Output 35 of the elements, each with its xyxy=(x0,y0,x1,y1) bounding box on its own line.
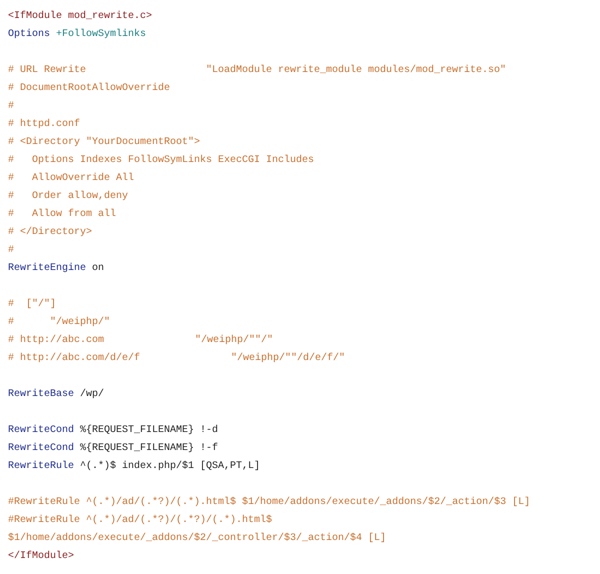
code-comment: ["/"] xyxy=(26,298,56,312)
code-line: RewriteCond %{REQUEST_FILENAME} !-d xyxy=(8,424,218,438)
code-line: Options +FollowSymlinks xyxy=(8,28,146,42)
code-line: RewriteEngine on xyxy=(8,262,104,276)
code-comment: # xyxy=(8,316,14,330)
code-comment: #RewriteRule ^(.*)/ad/(.*?)/(.*?)/(.*).html$ xyxy=(8,514,272,528)
code-comment: # http://abc.com/d/e/f xyxy=(8,352,140,366)
code-line: RewriteRule ^(.*)$ index.php/$1 [QSA,PT,L] xyxy=(8,460,260,474)
code-comment: "/weiphp/""/d/e/f/" xyxy=(231,352,346,366)
code-line: </IfModule> xyxy=(8,550,74,564)
code-comment: #RewriteRule ^(.*)/ad/(.*?)/(.*).html$ $1/home/addons/execute/_addons/$2/_action/$3 [L] xyxy=(8,496,530,510)
code-comment: # xyxy=(8,244,14,258)
code-comment: Allow from all xyxy=(32,208,116,222)
code-comment: # DocumentRootAllowOverride xyxy=(8,82,170,96)
code-comment: # </Directory> xyxy=(8,226,92,240)
code-line: RewriteCond %{REQUEST_FILENAME} !-f xyxy=(8,442,218,456)
code-comment: # httpd.conf xyxy=(8,118,80,132)
code-comment: AllowOverride All xyxy=(32,172,134,186)
code-comment: Options Indexes FollowSymLinks ExecCGI Includes xyxy=(32,154,314,168)
code-comment: Order allow,deny xyxy=(32,190,128,204)
code-comment: # <Directory "YourDocumentRoot"> xyxy=(8,136,200,150)
code-comment: $1/home/addons/execute/_addons/$2/_controller/$3/_action/$4 [L] xyxy=(8,532,386,546)
code-comment: # xyxy=(8,190,14,204)
code-comment: # xyxy=(8,298,14,312)
code-line: RewriteBase /wp/ xyxy=(8,388,104,402)
code-comment: "LoadModule rewrite_module modules/mod_rewrite.so" xyxy=(206,64,506,78)
code-comment: # xyxy=(8,208,14,222)
code-comment: # xyxy=(8,100,14,114)
code-line: <IfModule mod_rewrite.c> xyxy=(8,10,152,24)
code-comment: # xyxy=(8,172,14,186)
code-comment: # xyxy=(8,154,14,168)
code-comment: "/weiphp/" xyxy=(50,316,110,330)
code-comment: # URL Rewrite xyxy=(8,64,86,78)
code-comment: "/weiphp/""/" xyxy=(195,334,274,348)
code-comment: # http://abc.com xyxy=(8,334,104,348)
